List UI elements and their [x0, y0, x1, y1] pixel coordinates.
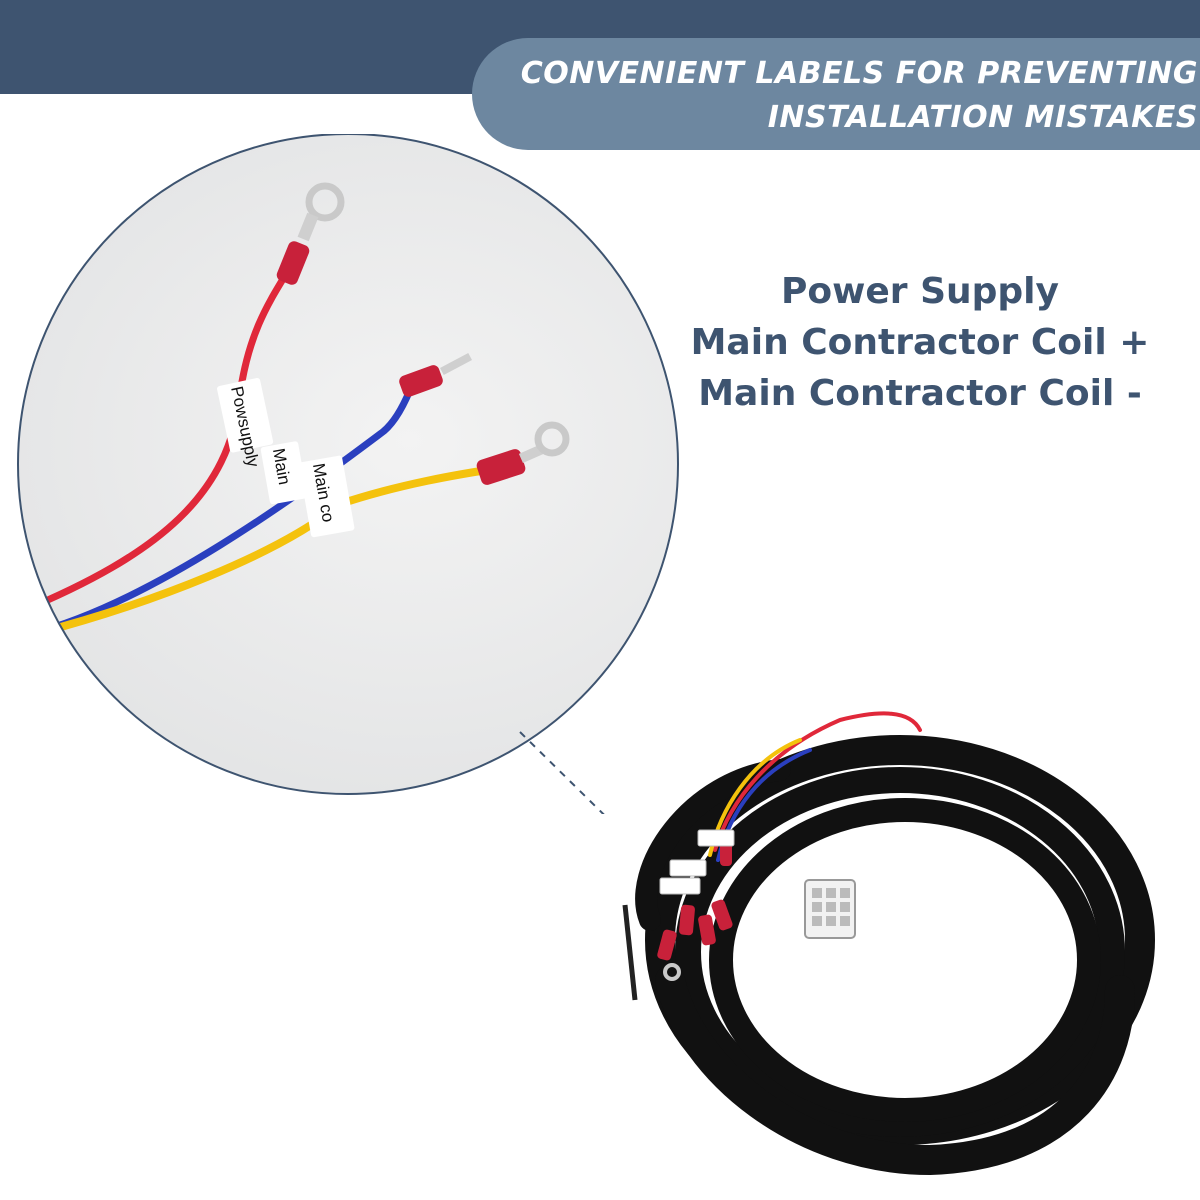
header-title: CONVENIENT LABELS FOR PREVENTING INSTALL…: [521, 52, 1198, 140]
header-banner: CONVENIENT LABELS FOR PREVENTING INSTALL…: [472, 38, 1200, 150]
ring-terminal-red-icon: [276, 182, 345, 285]
header-line-1: CONVENIENT LABELS FOR PREVENTING: [520, 56, 1198, 91]
spade-terminal-icon: [399, 352, 473, 397]
label-coil-negative: Main Contractor Coil -: [698, 373, 1142, 414]
header-line-2: INSTALLATION MISTAKES: [767, 100, 1198, 135]
label-power-supply: Power Supply: [781, 271, 1059, 312]
ring-terminal-yellow-icon: [476, 421, 570, 485]
zoom-connector-line: [519, 731, 605, 814]
harness-image: [622, 711, 1155, 1176]
label-coil-positive: Main Contractor Coil +: [690, 322, 1150, 363]
zoom-detail-image: Powsupply Main Main co: [17, 134, 679, 814]
label-list: Power Supply Main Contractor Coil + Main…: [610, 266, 1200, 419]
